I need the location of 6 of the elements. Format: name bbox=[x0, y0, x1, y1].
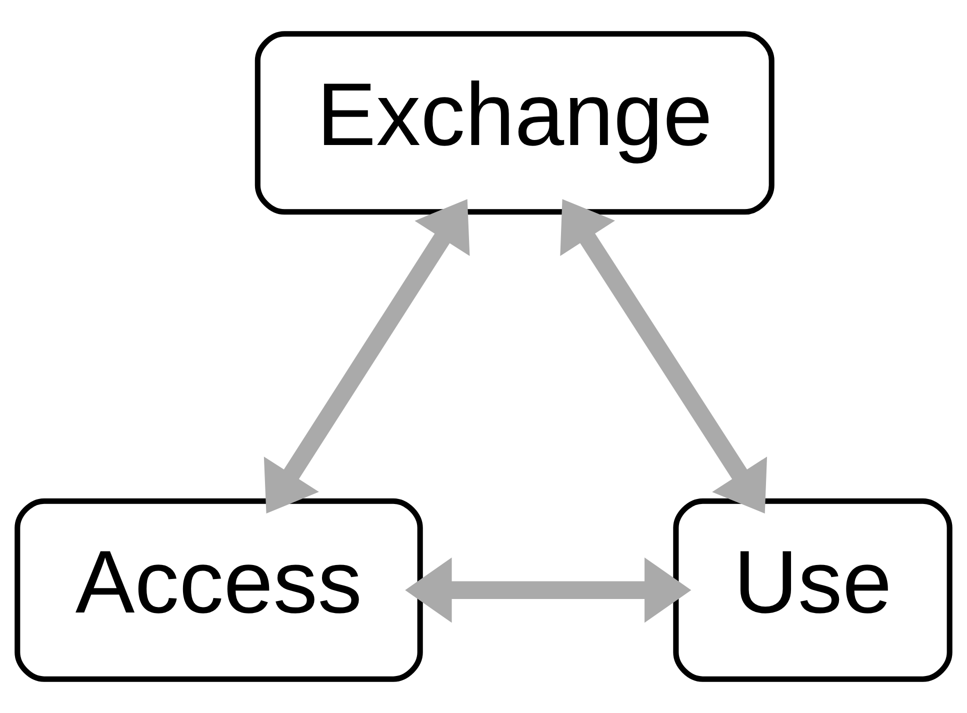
arrow bbox=[560, 199, 768, 514]
node-box: Access bbox=[14, 498, 423, 682]
node-box: Use bbox=[673, 498, 952, 682]
arrow bbox=[264, 199, 470, 514]
node-box: Exchange bbox=[254, 31, 774, 215]
arrow bbox=[405, 557, 692, 623]
